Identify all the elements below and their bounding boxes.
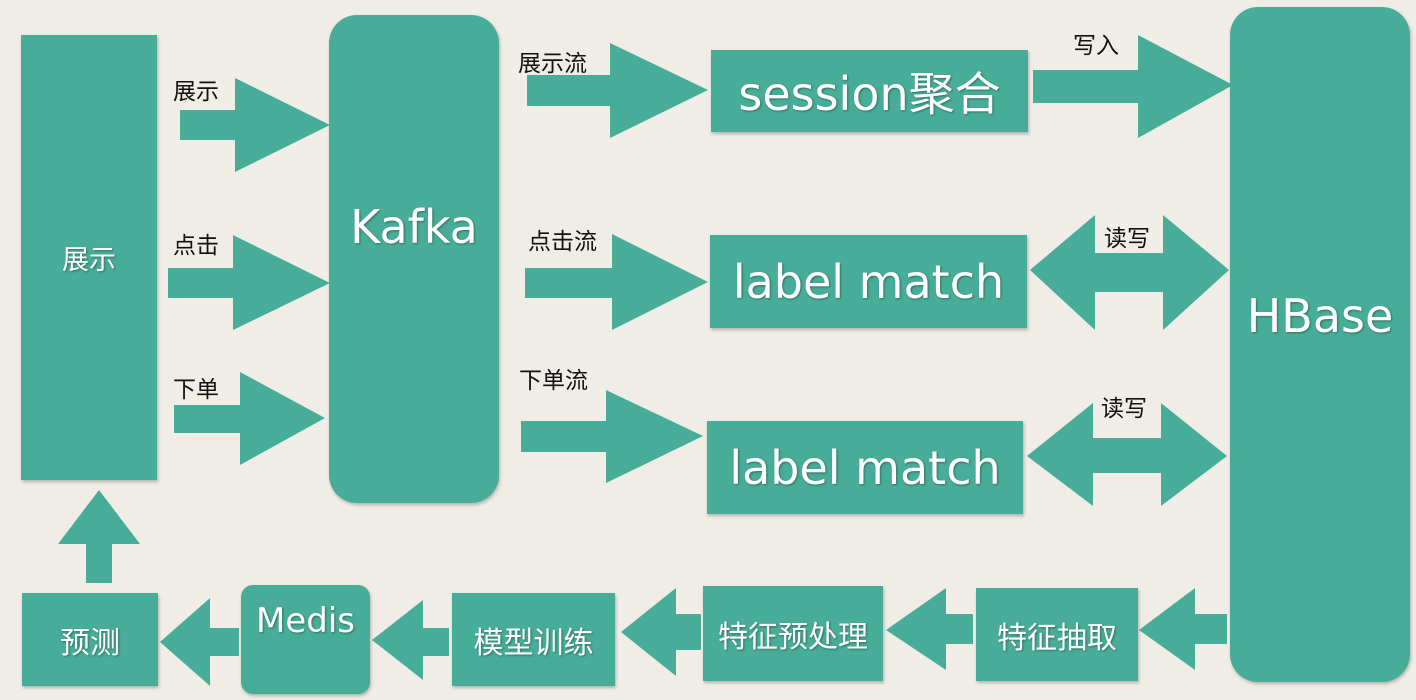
edge-label-display: 展示 <box>173 79 219 105</box>
edge-label-order: 下单 <box>173 377 219 403</box>
kafka-label: Kafka <box>350 200 478 254</box>
arrow-order-stream <box>521 390 703 483</box>
edge-label-click: 点击 <box>173 233 219 259</box>
display-source-node: 展示 <box>21 35 157 480</box>
edge-label-write: 写入 <box>1073 33 1119 59</box>
label-match-node-1: label match <box>710 235 1027 328</box>
predict-label: 预测 <box>60 625 120 661</box>
edge-label-order-stream: 下单流 <box>519 368 588 394</box>
feature-preprocess-node: 特征预处理 <box>703 586 883 681</box>
label-match-2-label: label match <box>729 440 1001 495</box>
label-match-node-2: label match <box>707 421 1023 514</box>
feature-extract-label: 特征抽取 <box>997 620 1117 656</box>
feature-extract-node: 特征抽取 <box>976 588 1138 681</box>
edge-label-read-write-2: 读写 <box>1101 396 1147 422</box>
model-training-node: 模型训练 <box>452 593 615 686</box>
medis-label: Medis <box>256 601 355 641</box>
arrow-read-write-1 <box>1030 215 1229 330</box>
arrow-training-to-medis <box>372 600 449 680</box>
arrow-click-stream <box>525 234 708 330</box>
edge-label-display-stream: 展示流 <box>518 51 587 77</box>
display-source-label: 展示 <box>62 245 116 276</box>
arrow-write <box>1033 35 1233 138</box>
hbase-node: HBase <box>1230 7 1410 682</box>
predict-node: 预测 <box>22 593 158 686</box>
edge-label-click-stream: 点击流 <box>528 229 597 255</box>
arrow-read-write-2 <box>1027 403 1227 506</box>
arrow-display-to-kafka <box>180 78 330 172</box>
model-training-label: 模型训练 <box>473 625 594 661</box>
edge-label-read-write-1: 读写 <box>1104 226 1150 252</box>
arrow-extract-to-preprocess <box>886 588 973 670</box>
medis-node: Medis <box>241 585 370 694</box>
session-agg-node: session聚合 <box>711 50 1028 132</box>
arrow-display-stream <box>527 43 708 138</box>
hbase-label: HBase <box>1246 289 1394 343</box>
arrow-preprocess-to-training <box>621 588 701 676</box>
session-agg-label: session聚合 <box>738 67 1001 121</box>
arrow-order-to-kafka <box>174 372 325 465</box>
arrow-hbase-to-feature-extract <box>1139 588 1227 670</box>
feature-preprocess-label: 特征预处理 <box>718 619 868 655</box>
kafka-node: Kafka <box>329 15 499 503</box>
arrow-medis-to-predict <box>160 598 239 686</box>
arrow-click-to-kafka <box>168 235 330 330</box>
arrow-predict-to-display <box>58 490 140 583</box>
label-match-1-label: label match <box>732 254 1005 309</box>
